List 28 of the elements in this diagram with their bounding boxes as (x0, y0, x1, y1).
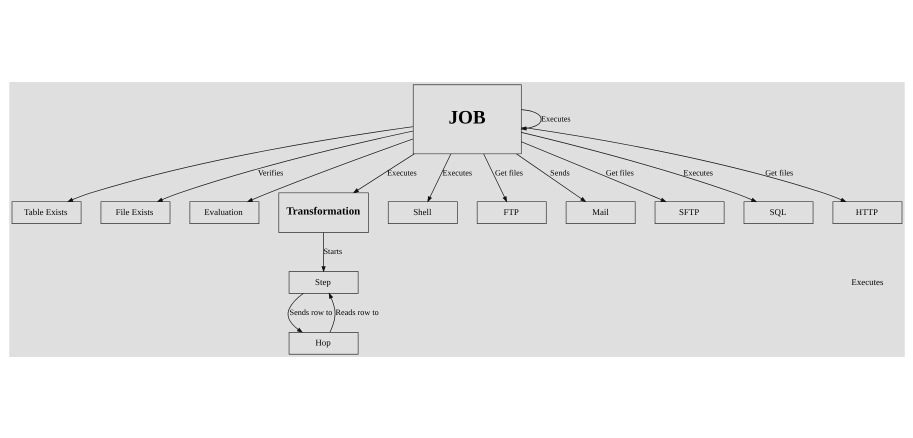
arrow (320, 232, 326, 272)
node-box: SQL (743, 200, 813, 224)
arrow (246, 138, 413, 202)
arrow (426, 153, 451, 202)
node-box: Transformation (278, 192, 368, 232)
label: Executes (850, 276, 883, 286)
node-box: File Exists (100, 200, 170, 224)
node-box: Shell (387, 200, 458, 224)
arrow (66, 126, 413, 202)
arrow (156, 130, 413, 202)
node-box: HTTP (832, 200, 902, 224)
node-box: SFTP (654, 200, 724, 224)
arrow (520, 141, 666, 202)
arrow (287, 292, 304, 332)
arrow (516, 153, 586, 202)
node-box: Step (288, 270, 358, 294)
arrow (352, 153, 414, 193)
node-box: Table Exists (11, 200, 81, 224)
node-box: Hop (288, 332, 358, 354)
node-box: FTP (476, 200, 546, 224)
arrow (520, 132, 757, 202)
node-box: JOB (412, 84, 522, 154)
arrow (520, 108, 541, 130)
arrow (520, 126, 846, 202)
arrow (482, 153, 507, 202)
node-box: Mail (565, 200, 636, 224)
node-box: Evaluation (189, 200, 259, 224)
arrow (328, 292, 335, 332)
